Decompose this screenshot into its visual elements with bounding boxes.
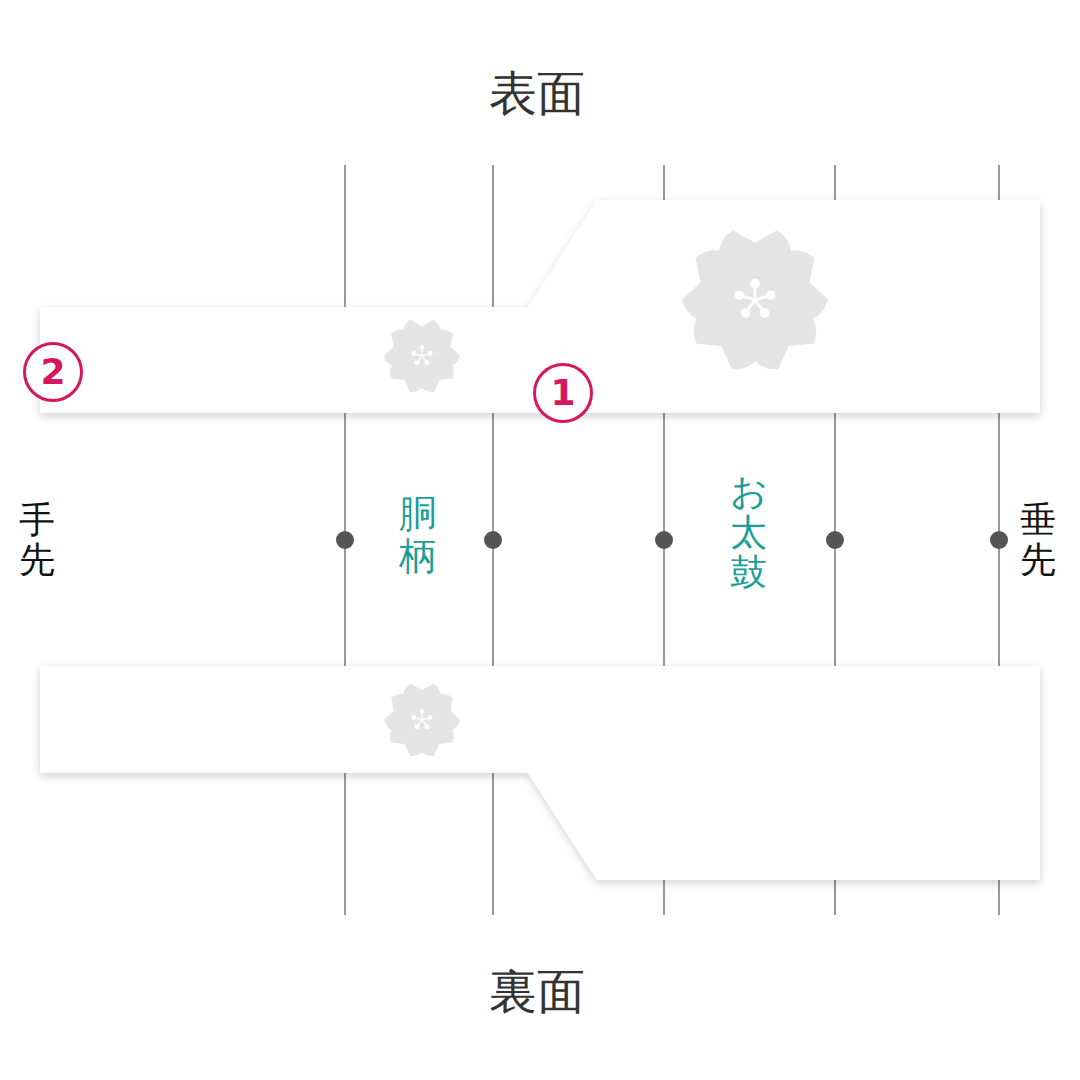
obi-back	[40, 666, 1040, 880]
callout-text: 2	[40, 354, 65, 390]
pattern-label: 胴柄	[399, 494, 437, 578]
callout-number: 1	[533, 363, 593, 423]
callout-number: 2	[23, 342, 83, 402]
sakura-small	[382, 320, 462, 396]
sakura-large	[678, 230, 833, 377]
pattern-label: お太鼓	[730, 472, 767, 594]
face-heading: 表面	[489, 62, 585, 126]
sakura-small	[382, 684, 462, 760]
face-heading: 裏面	[489, 960, 585, 1024]
end-label: 垂先	[1020, 500, 1056, 579]
end-label: 手先	[19, 500, 55, 579]
callout-text: 1	[550, 375, 575, 411]
